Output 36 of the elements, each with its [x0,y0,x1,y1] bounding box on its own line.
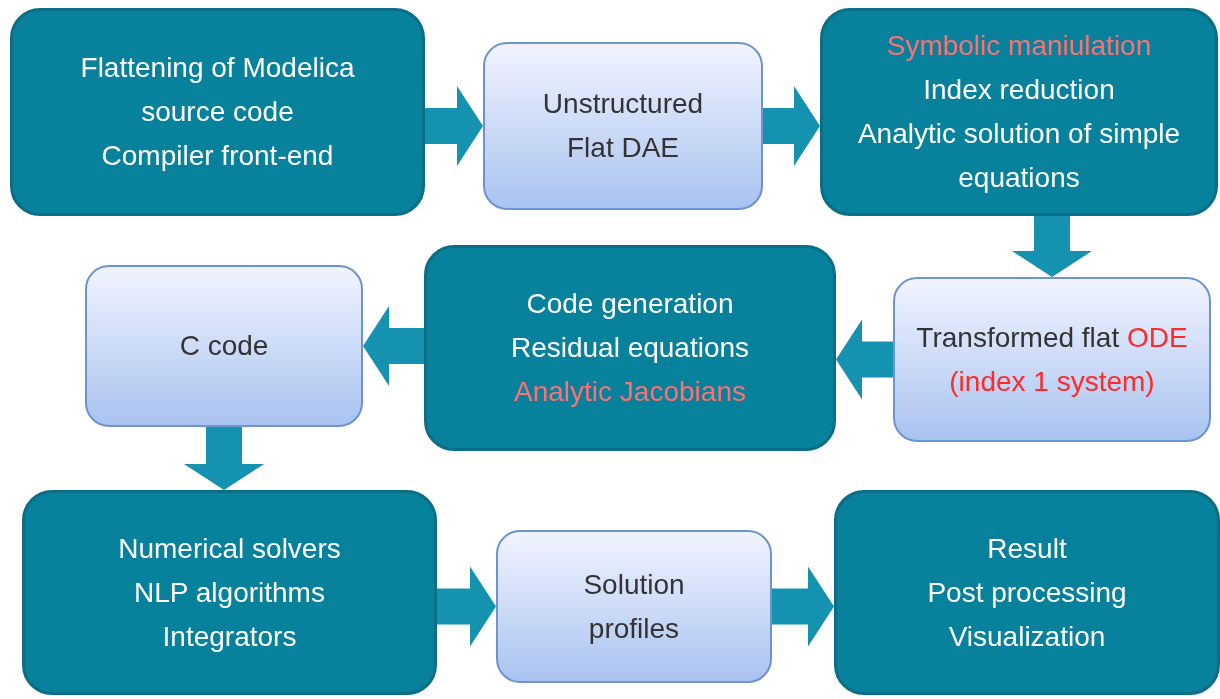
box-text: NLP algorithms [134,575,325,610]
box-text: Analytic Jacobians [514,375,746,409]
process-box [834,490,1220,695]
box-text: Flattening of Modelica source code [79,51,356,129]
box-text: Unstructured Flat DAE [541,87,705,165]
process-box [483,42,763,210]
box-text: Post processing [927,575,1127,610]
process-box [893,277,1211,442]
box-text: Code generation [526,287,734,321]
box-text: Symbolic maniulation [886,29,1152,63]
box-text: Analytic solution of simple equations [856,117,1182,195]
box-text: (index 1 system) [949,364,1155,399]
process-box [496,530,772,683]
box-text: Numerical solvers [118,531,341,566]
block-arrow [184,427,264,490]
block-arrow [425,86,483,166]
process-box [820,8,1218,216]
process-box [22,490,437,695]
box-text: Solution profiles [582,567,686,646]
box-text: C code [179,329,269,363]
block-arrow [437,566,496,647]
box-text: Residual equations [510,331,750,365]
process-box [85,265,363,427]
block-arrow [836,319,893,400]
box-text: Transformed flat ODE [916,320,1188,355]
block-arrow [1012,216,1092,277]
box-text: Index reduction [923,73,1115,107]
box-text: Visualization [948,619,1106,654]
block-arrow [763,86,820,166]
block-arrow [363,306,424,386]
box-text: Result [987,531,1067,566]
block-arrow [772,566,834,647]
box-text: Compiler front-end [101,139,334,173]
process-box [424,245,836,451]
box-text: Integrators [162,619,297,654]
process-box [10,8,425,216]
